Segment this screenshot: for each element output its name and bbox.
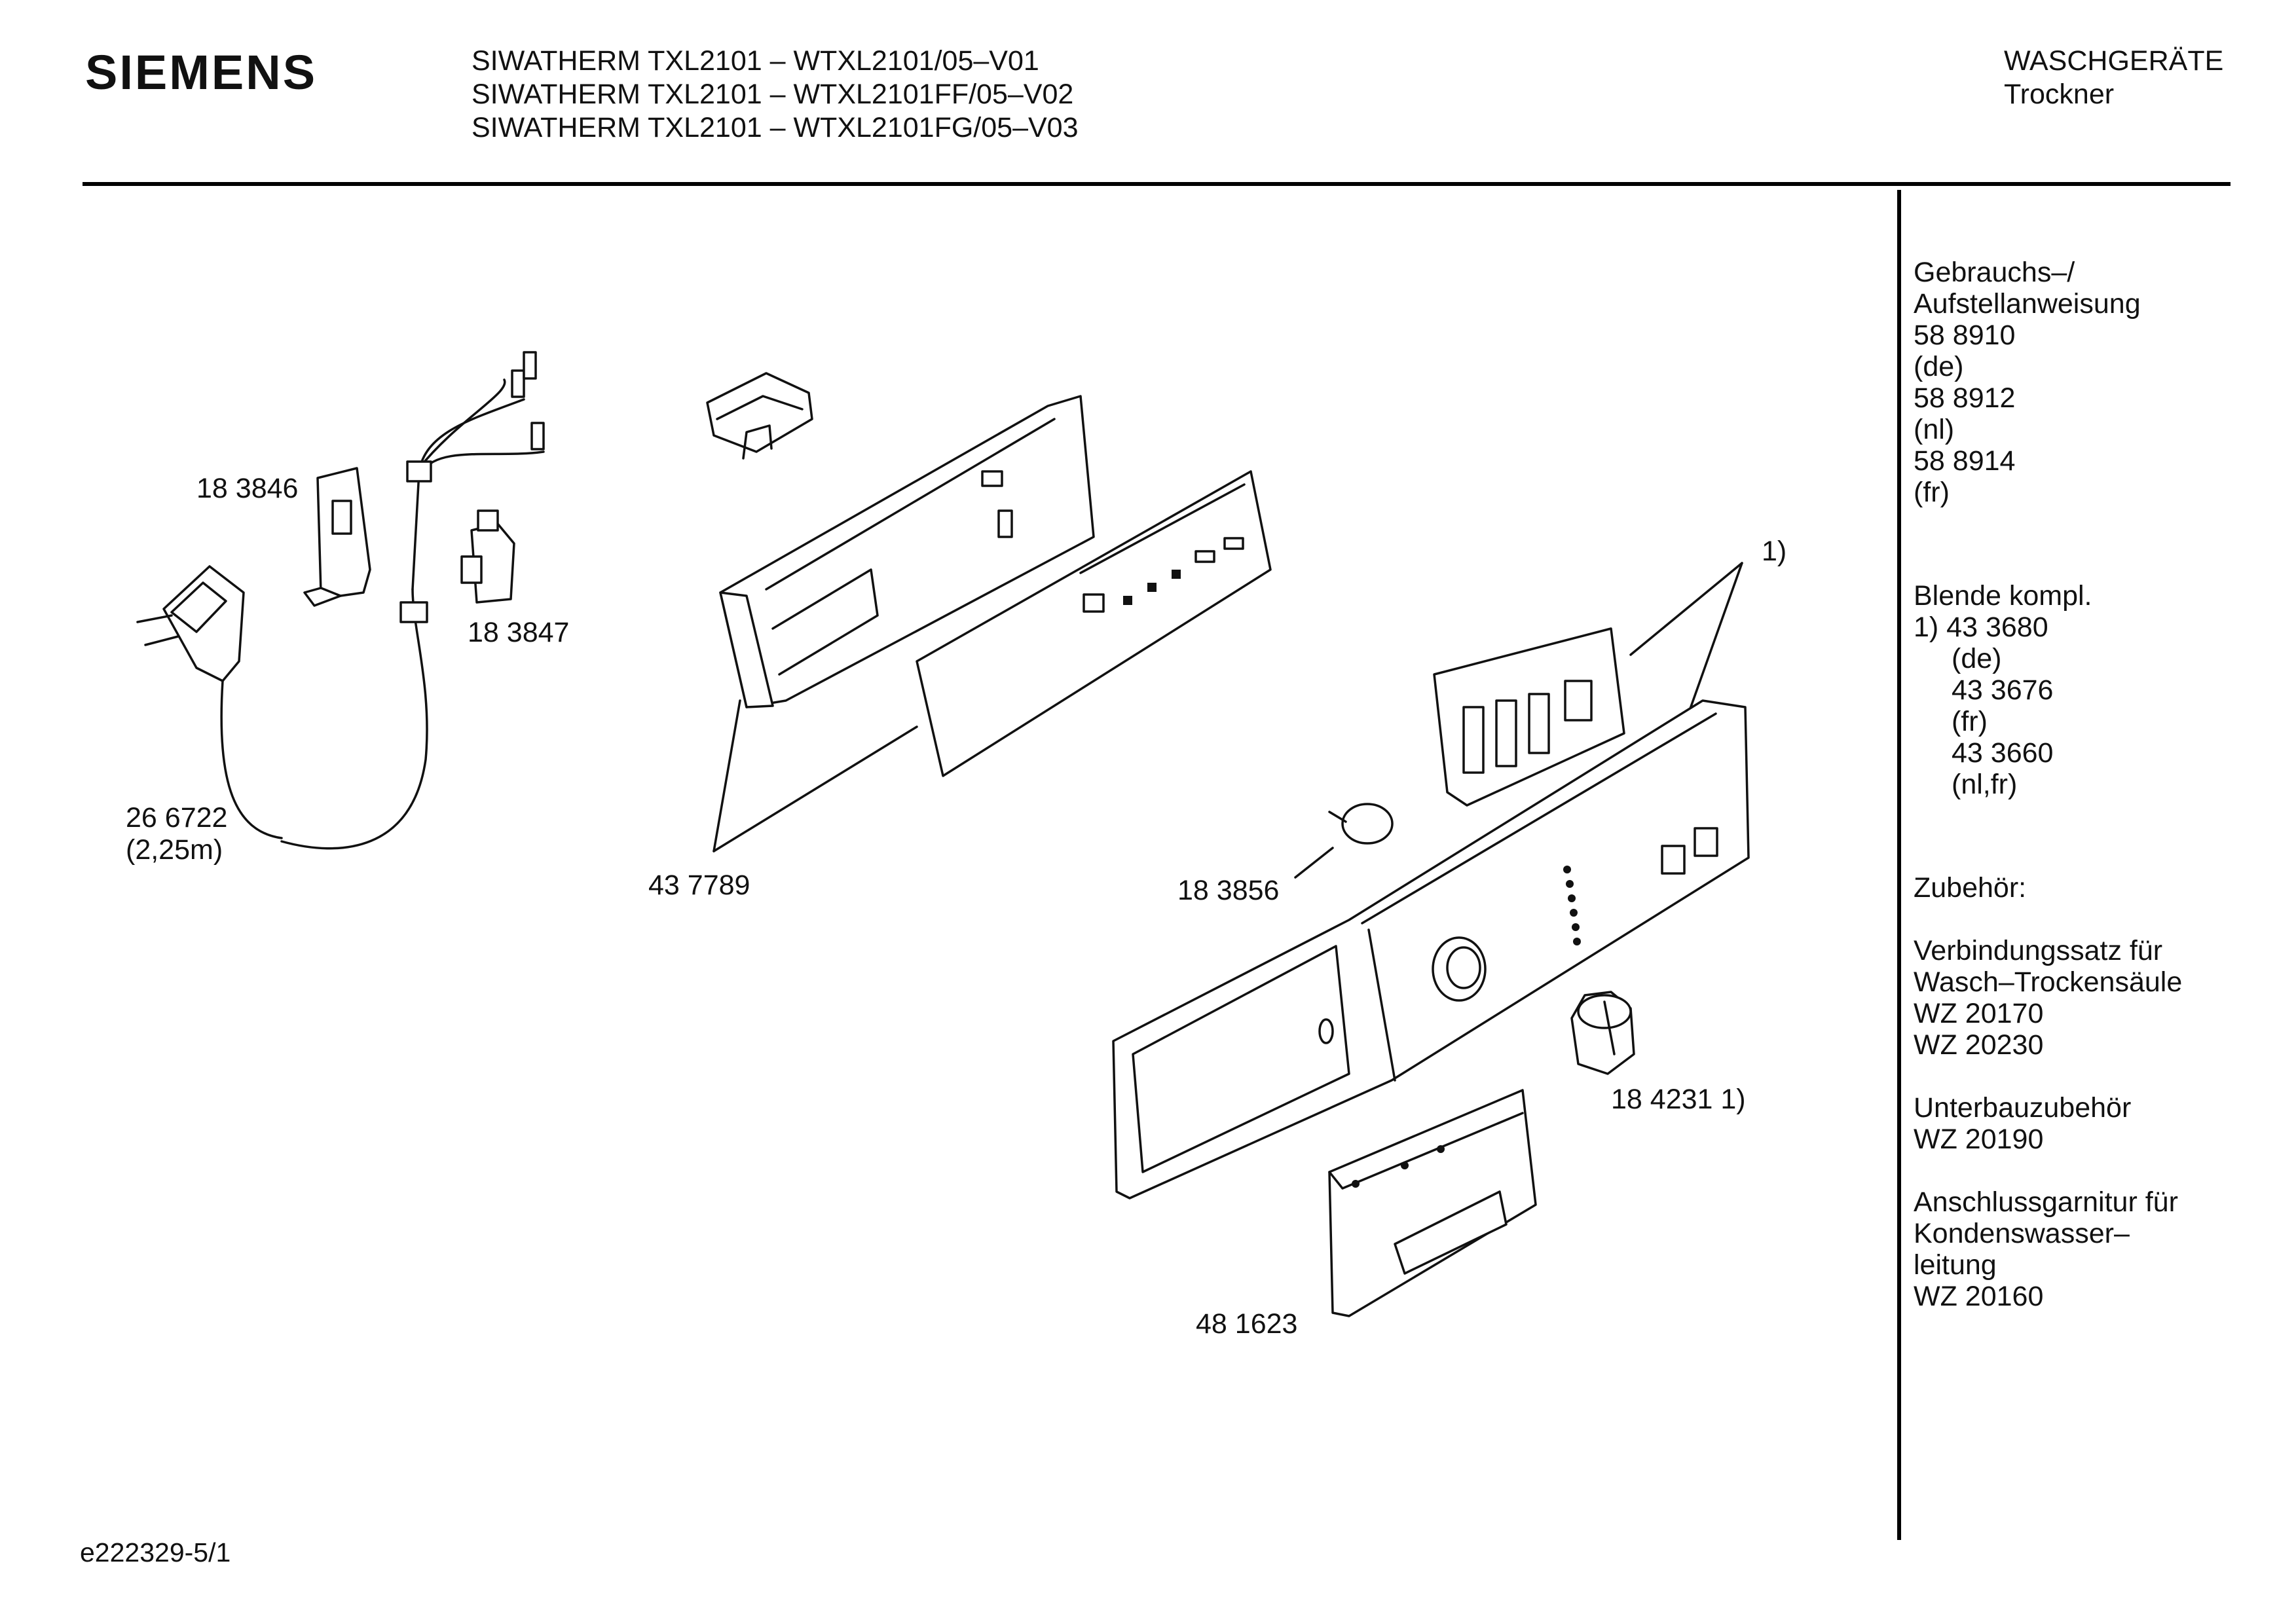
kit-number-1: WZ 20170	[1914, 998, 2044, 1029]
top-clip-drawing	[706, 372, 813, 460]
label-part-481623: 48 1623	[1196, 1308, 1298, 1340]
panel-number-de: 1) 43 3680	[1914, 612, 2048, 643]
kit-block: Verbindungssatz für Wasch–Trockensäule W…	[1914, 935, 2280, 1061]
drain-number: WZ 20160	[1914, 1281, 2044, 1312]
leader-183856	[1294, 847, 1334, 879]
model-list: SIWATHERM TXL2101 – WTXL2101/05–V01 SIWA…	[472, 45, 1079, 145]
model-line-1: SIWATHERM TXL2101 – WTXL2101/05–V01	[472, 45, 1039, 77]
manual-number-fr: 58 8914	[1914, 445, 2016, 477]
label-part-184231: 18 4231 1)	[1611, 1084, 1746, 1115]
sidebar-divider	[1897, 190, 1901, 1540]
document-id: e222329-5/1	[80, 1537, 231, 1567]
panel-lang-nlfr: (nl,fr)	[1952, 769, 2018, 800]
accessories-title: Zubehör:	[1914, 872, 2027, 904]
panel-number-fr: 43 3676	[1952, 674, 2054, 706]
category-title: WASCHGERÄTE	[2004, 45, 2224, 77]
leader-437789-a	[713, 699, 741, 852]
model-line-3: SIWATHERM TXL2101 – WTXL2101FG/05–V03	[472, 112, 1079, 143]
panel-frame-437789-drawing	[719, 395, 1095, 708]
knob-184231-drawing	[1570, 991, 1635, 1075]
underbuild-block: Unterbauzubehör WZ 20190	[1914, 1092, 2280, 1155]
kit-number-2: WZ 20230	[1914, 1029, 2044, 1061]
label-part-183846: 18 3846	[196, 473, 299, 504]
label-part-266722: 26 6722	[126, 802, 228, 833]
panel-lang-de: (de)	[1952, 643, 2002, 674]
drain-line-3: leitung	[1914, 1249, 1997, 1281]
label-part-437789: 43 7789	[648, 870, 750, 901]
label-part-183847: 18 3847	[468, 617, 570, 648]
power-plug-drawing	[136, 565, 283, 839]
model-line-2: SIWATHERM TXL2101 – WTXL2101FF/05–V02	[472, 79, 1074, 110]
drain-block: Anschlussgarnitur für Kondenswasser– lei…	[1914, 1186, 2280, 1312]
leader-437789-b	[713, 725, 918, 852]
category-block: WASCHGERÄTE Trockner	[2004, 45, 2223, 111]
manual-lang-fr: (fr)	[1914, 477, 1950, 508]
leader-callout-1-b	[1688, 562, 1743, 712]
label-callout-1: 1)	[1762, 536, 1787, 567]
drawer-handle-481623-drawing	[1328, 1089, 1537, 1317]
panel-title: Blende kompl.	[1914, 580, 2092, 612]
circuit-board-drawing	[916, 470, 1272, 777]
category-subtitle: Trockner	[2004, 79, 2115, 110]
power-cable-drawing	[280, 351, 545, 850]
panel-block: Blende kompl. 1) 43 3680 (de) 43 3676 (f…	[1914, 580, 2280, 800]
drain-line-2: Kondenswasser–	[1914, 1218, 2130, 1249]
manual-title-line-1: Gebrauchs–/	[1914, 257, 2075, 288]
control-panel-fascia-drawing	[1112, 699, 1750, 1200]
drain-line-1: Anschlussgarnitur für	[1914, 1186, 2178, 1218]
underbuild-number: WZ 20190	[1914, 1124, 2044, 1155]
program-module-drawing	[1433, 627, 1625, 807]
manual-lang-de: (de)	[1914, 351, 1964, 382]
connector-183847-drawing	[460, 509, 515, 604]
panel-number-nlfr: 43 3660	[1952, 737, 2054, 769]
button-183856-drawing	[1328, 803, 1394, 845]
manual-lang-nl: (nl)	[1914, 414, 1955, 445]
kit-line-2: Wasch–Trockensäule	[1914, 966, 2183, 998]
manual-block: Gebrauchs–/ Aufstellanweisung 58 8910 (d…	[1914, 257, 2280, 508]
manual-title-line-2: Aufstellanweisung	[1914, 288, 2141, 320]
underbuild-title: Unterbauzubehör	[1914, 1092, 2132, 1124]
accessories-sidebar: Gebrauchs–/ Aufstellanweisung 58 8910 (d…	[1914, 257, 2280, 1312]
manual-number-de: 58 8910	[1914, 320, 2016, 351]
header-divider	[83, 182, 2231, 186]
leader-callout-1-a	[1629, 562, 1743, 656]
label-cable-length: (2,25m)	[126, 834, 223, 866]
brand-logo: SIEMENS	[85, 45, 318, 100]
kit-line-1: Verbindungssatz für	[1914, 935, 2163, 966]
panel-lang-fr: (fr)	[1952, 706, 1988, 737]
bracket-183846-drawing	[303, 467, 371, 607]
label-part-183856: 18 3856	[1177, 875, 1280, 906]
manual-number-nl: 58 8912	[1914, 382, 2016, 414]
